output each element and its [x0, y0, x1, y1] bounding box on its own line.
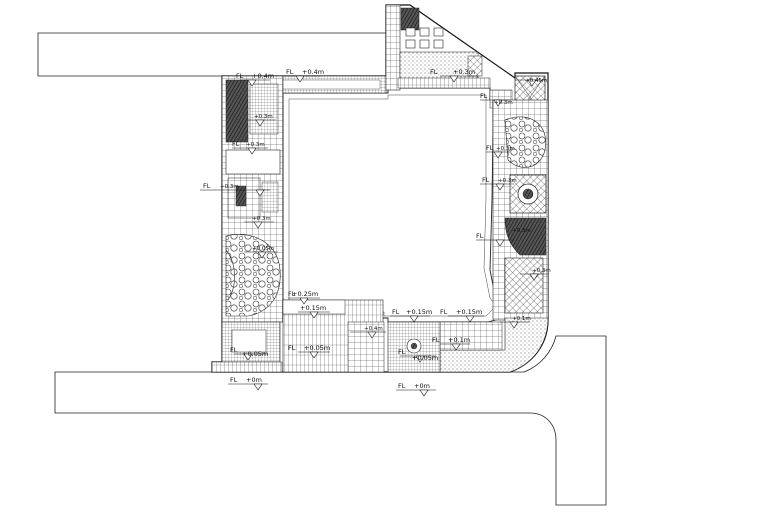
level-ground-left: +0m [246, 376, 262, 384]
fl-label: FL [230, 376, 238, 384]
level-labels: FL +0.4m FL +0.3m +0.45m FL +0.4m +0.3m … [203, 68, 551, 390]
level-top-right: +0.3m [453, 68, 475, 76]
fl-label: FL [486, 144, 494, 152]
fl-label: FL [432, 336, 440, 344]
level-markers [200, 75, 548, 397]
fl-label: FL [430, 68, 438, 76]
level-left-bottom: +0.05m [242, 350, 268, 358]
fl-label: FL [398, 382, 406, 390]
level-left-3: +0.3m [246, 142, 265, 148]
level-bot-a: +0.15m [406, 308, 432, 316]
fl-label: FL [440, 308, 448, 316]
level-bot-b: +0.15m [456, 308, 482, 316]
right-garden-upper [504, 116, 547, 168]
inner-courtyard [282, 87, 503, 323]
fl-label: FL [203, 182, 211, 190]
level-right-2: +0.3m [496, 146, 515, 152]
courtyard-inner-line [288, 94, 497, 317]
fl-label: FL [232, 140, 240, 148]
left-planting-1 [225, 79, 249, 143]
level-right-4: +0.3m [512, 228, 531, 234]
fl-label: FL [286, 68, 294, 76]
level-left-2: +0.3m [254, 114, 273, 120]
street-top-left [37, 32, 387, 77]
top-steps [397, 77, 491, 89]
level-mid-d: +0.4m [364, 326, 383, 332]
street-bottom-and-right [54, 335, 607, 506]
level-left-5: +0.3m [252, 216, 271, 222]
fl-label: FL [288, 290, 296, 298]
level-bot-c: +0.1m [448, 336, 470, 344]
level-left-4: +0.3m [220, 184, 239, 190]
top-tower-paving [399, 51, 479, 83]
fl-label: FL [392, 308, 400, 316]
left-stone-garden [225, 234, 281, 317]
fl-label: FL [482, 176, 490, 184]
level-top-left: +0.4m [302, 68, 324, 76]
level-right-3: +0.3m [498, 178, 517, 184]
level-mid-b: +0.15m [300, 304, 326, 312]
level-bot-e: +0.1m [512, 316, 531, 322]
level-bot-d: +0.05m [412, 354, 438, 362]
bottom-step [347, 321, 385, 373]
top-tower-band [385, 4, 401, 91]
level-left-1: +0.4m [252, 72, 274, 80]
level-right-1: +0.3m [494, 100, 513, 106]
left-room-1 [225, 149, 281, 175]
right-garden-middle [504, 217, 547, 256]
fl-label: FL [288, 344, 296, 352]
level-top-corner: +0.45m [525, 78, 547, 84]
fl-label: FL [480, 92, 488, 100]
fl-label: FL [476, 232, 484, 240]
right-garden-lower [504, 257, 544, 314]
fl-label: FL [230, 346, 238, 354]
level-mid-c: +0.05m [304, 344, 330, 352]
top-tower-seats [405, 27, 444, 49]
level-left-6: +0.05m [252, 246, 274, 252]
level-mid-a: +0.25m [292, 290, 318, 298]
fl-label: FL [398, 348, 406, 356]
fl-label: FL [236, 72, 244, 80]
level-right-5: +0.3m [532, 268, 551, 274]
level-ground-mid: +0m [414, 382, 430, 390]
